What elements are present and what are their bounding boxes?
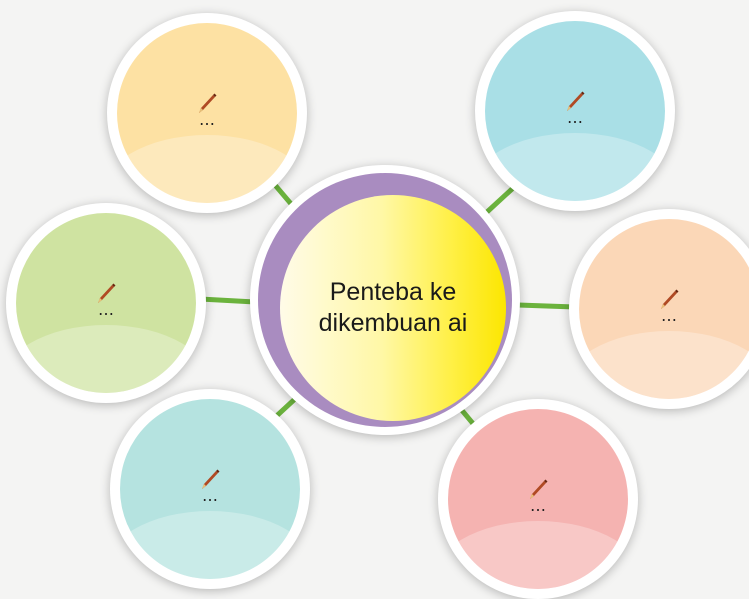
node-top-left: … xyxy=(107,13,307,213)
pen-icon xyxy=(202,469,220,489)
center-label-line-1: Penteba ke xyxy=(329,278,457,306)
node-bottom-right-fill: … xyxy=(448,409,628,589)
center-node: Penteba ke dikembuan ai xyxy=(250,165,520,435)
node-bottom-right: … xyxy=(438,399,638,599)
node-middle-left-placeholder[interactable]: … xyxy=(88,283,124,323)
node-middle-right-dots: … xyxy=(661,306,677,325)
node-middle-right: … xyxy=(569,209,749,409)
node-top-left-placeholder[interactable]: … xyxy=(189,93,225,133)
center-label: Penteba ke dikembuan ai xyxy=(293,277,493,339)
node-top-right: … xyxy=(475,11,675,211)
node-bottom-left-placeholder[interactable]: … xyxy=(192,469,228,509)
center-ring: Penteba ke dikembuan ai xyxy=(258,173,512,427)
connector-middle-right xyxy=(515,302,578,310)
node-middle-right-fill: … xyxy=(579,219,749,399)
pen-icon xyxy=(98,283,116,303)
pen-icon xyxy=(199,93,217,113)
node-top-left-fill: … xyxy=(117,23,297,203)
pen-icon xyxy=(567,91,585,111)
pen-icon xyxy=(530,479,548,499)
node-top-right-fill: … xyxy=(485,21,665,201)
node-bottom-left-dots: … xyxy=(202,486,218,505)
center-fill: Penteba ke dikembuan ai xyxy=(280,195,506,421)
node-middle-left-dots: … xyxy=(98,300,114,319)
node-middle-right-placeholder[interactable]: … xyxy=(651,289,687,329)
node-middle-left-fill: … xyxy=(16,213,196,393)
node-bottom-right-placeholder[interactable]: … xyxy=(520,479,556,519)
node-middle-left: … xyxy=(6,203,206,403)
pen-icon xyxy=(661,289,679,309)
center-label-line-2: dikembuan ai xyxy=(318,309,468,337)
node-bottom-right-dots: … xyxy=(530,496,546,515)
node-top-right-dots: … xyxy=(567,108,583,127)
node-top-right-placeholder[interactable]: … xyxy=(557,91,593,131)
node-top-left-dots: … xyxy=(199,110,215,129)
node-bottom-left: … xyxy=(110,389,310,589)
node-bottom-left-fill: … xyxy=(120,399,300,579)
